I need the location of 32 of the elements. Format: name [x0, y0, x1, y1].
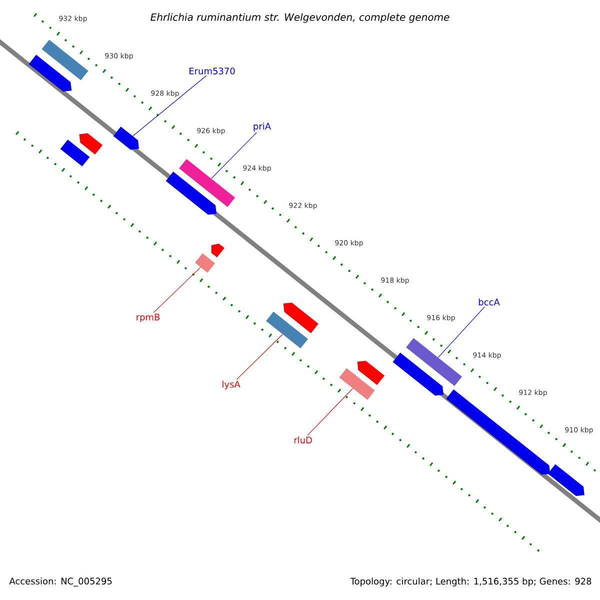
- leader-line: [153, 267, 201, 313]
- gene-bar: [266, 312, 308, 348]
- gene-bar: [357, 360, 384, 385]
- gene-label: rpmB: [136, 314, 160, 322]
- leader-line: [236, 334, 283, 380]
- gene-label: lysA: [222, 380, 240, 390]
- gene-bar: [406, 338, 462, 386]
- gene-bar: [446, 389, 550, 475]
- gene-bar: [28, 54, 72, 92]
- gene-bar: [79, 133, 102, 154]
- title: Ehrlichia ruminantium str. Welgevonden, complete genome: [150, 13, 450, 23]
- gene-bar: [548, 464, 584, 496]
- gene-bar: [179, 159, 235, 207]
- gene-label: priA: [254, 122, 271, 132]
- gene-bar: [339, 368, 375, 400]
- gene-label: bccA: [478, 298, 500, 306]
- accession-note: Accession: NC_005295: [9, 578, 112, 586]
- genome-info: Topology: circular; Length: 1,516,355 bp; Genes: 928: [350, 578, 592, 586]
- gene-bar: [113, 126, 139, 150]
- leader-line: [307, 388, 353, 436]
- gene-bar: [60, 140, 90, 166]
- leader-line: [438, 306, 486, 358]
- leader-line: [132, 75, 207, 136]
- gene-bar: [195, 253, 215, 273]
- gene-bar: [166, 172, 216, 215]
- leader-line: [211, 132, 257, 179]
- gene-bar: [211, 244, 224, 258]
- gene-label: rluD: [294, 436, 312, 444]
- gene-bar: [42, 40, 88, 80]
- gene-bar: [392, 352, 444, 396]
- gene-label: Erum5370: [190, 68, 235, 74]
- gene-bar: [283, 302, 318, 334]
